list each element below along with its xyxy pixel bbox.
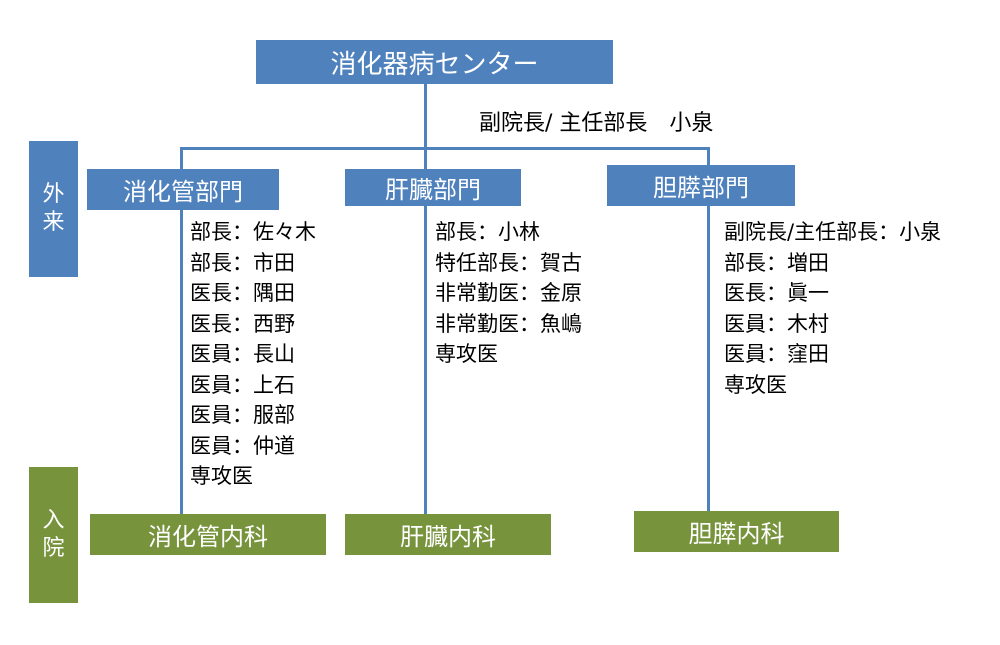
staff-entry: 医員：仲道 (190, 433, 295, 458)
ward-biliary-pancreas-box: 胆膵内科 (634, 511, 839, 552)
connector-dept2-top (424, 147, 427, 169)
staff-entry: 医員：長山 (190, 342, 295, 366)
staff-entry: 専攻医 (190, 464, 253, 488)
staff-entry: 部長：小林 (435, 220, 540, 244)
connector-horizontal (180, 147, 710, 150)
dept-biliary-pancreas-name: 胆膵部門 (653, 174, 749, 202)
staff-entry: 医員：服部 (190, 403, 295, 427)
ward-biliary-pancreas-name: 胆膵内科 (688, 520, 785, 548)
staff-list-liver: 部長：小林 特任部長：賀古 非常勤医：金原 非常勤医：魚嶋 専攻医 (435, 217, 582, 370)
connector-dept1-top (180, 147, 183, 169)
connector-center-down (424, 84, 427, 150)
dept-digestive-tract-name: 消化管部門 (123, 178, 243, 206)
staff-entry: 医長：隅田 (190, 281, 295, 305)
staff-list-digestive-tract: 部長：佐々木 部長：市田 医長：隅田 医長：西野 医員：長山 医員：上石 医員：… (190, 217, 316, 492)
connector-dept1-down (180, 210, 183, 514)
ward-liver-box: 肝臓内科 (345, 514, 551, 555)
staff-entry: 医長：眞一 (724, 281, 829, 305)
staff-entry: 部長：増田 (724, 250, 829, 275)
staff-entry: 非常勤医：魚嶋 (435, 311, 582, 336)
staff-entry: 専攻医 (724, 372, 787, 397)
inpatient-side-label: 入 院 (29, 467, 78, 603)
outpatient-char-1: 外 (42, 182, 65, 207)
outpatient-char-2: 来 (42, 210, 65, 235)
staff-entry: 部長：佐々木 (190, 220, 316, 244)
staff-entry: 非常勤医：金原 (435, 281, 582, 305)
connector-dept2-down (424, 206, 427, 514)
inpatient-char-1: 入 (42, 508, 65, 533)
staff-entry: 副院長/主任部長：小泉 (724, 220, 942, 244)
dept-digestive-tract-box: 消化管部門 (87, 169, 279, 210)
dept-liver-box: 肝臓部門 (345, 169, 521, 206)
ward-liver-name: 肝臓内科 (400, 523, 496, 551)
dept-biliary-pancreas-box: 胆膵部門 (607, 165, 795, 206)
outpatient-side-label: 外 来 (29, 141, 78, 277)
staff-entry: 専攻医 (435, 342, 498, 366)
center-title-box: 消化器病センター (256, 40, 613, 84)
staff-entry: 特任部長：賀古 (435, 250, 582, 275)
staff-entry: 医長：西野 (190, 311, 295, 336)
staff-entry: 医員：窪田 (724, 342, 829, 366)
inpatient-char-2: 院 (42, 536, 65, 561)
staff-entry: 医員：木村 (724, 311, 829, 336)
ward-digestive-tract-box: 消化管内科 (90, 514, 326, 555)
connector-dept3-down (707, 206, 710, 514)
ward-digestive-tract-name: 消化管内科 (148, 523, 268, 551)
head-label: 副院長/ 主任部長 小泉 (479, 111, 714, 136)
staff-entry: 医員：上石 (190, 372, 295, 397)
staff-entry: 部長：市田 (190, 250, 295, 275)
center-title: 消化器病センター (330, 49, 539, 80)
dept-liver-name: 肝臓部門 (385, 176, 481, 204)
staff-list-biliary-pancreas: 副院長/主任部長：小泉 部長：増田 医長：眞一 医員：木村 医員：窪田 専攻医 (724, 217, 941, 400)
connector-dept3-top (707, 147, 710, 165)
